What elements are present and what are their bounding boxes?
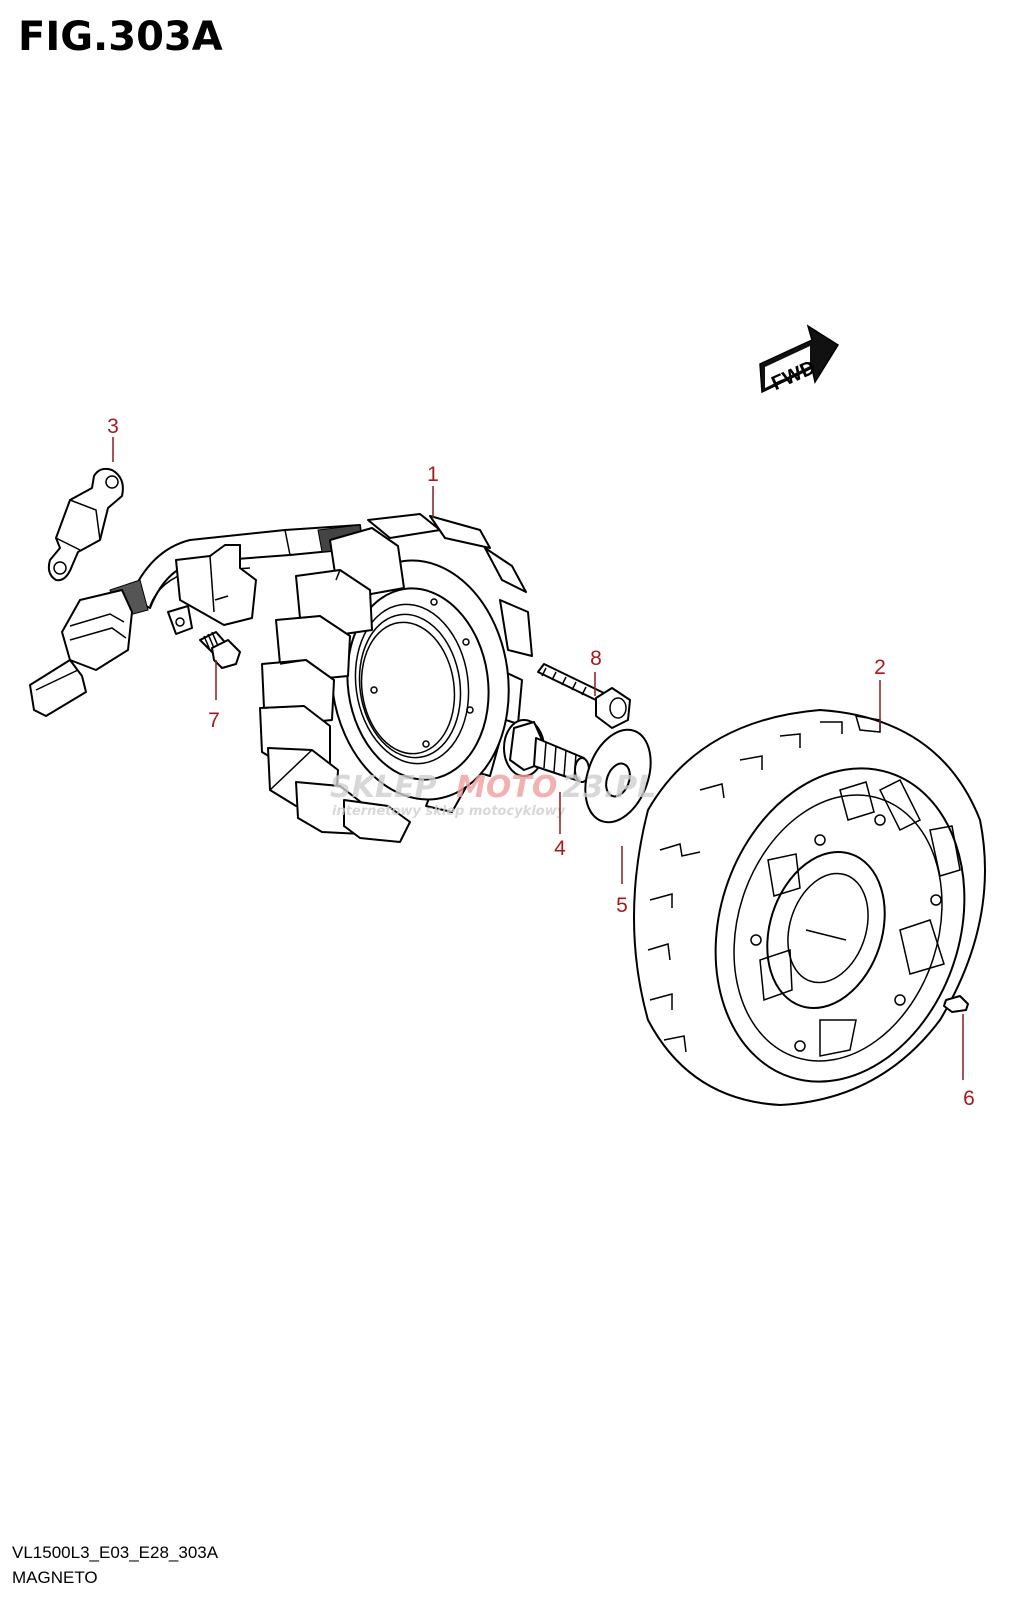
part-2-rotor bbox=[633, 709, 986, 1106]
figure-code: VL1500L3_E03_E28_303A bbox=[12, 1543, 219, 1562]
callout-5: 5 bbox=[616, 894, 628, 917]
part-1-stator bbox=[259, 513, 533, 843]
figure-caption: MAGNETO bbox=[12, 1568, 98, 1587]
callout-6: 6 bbox=[963, 1087, 975, 1110]
callout-8: 8 bbox=[590, 647, 602, 670]
callout-7: 7 bbox=[208, 709, 220, 732]
part-5-washer bbox=[584, 728, 652, 824]
fwd-arrow-icon: FWD bbox=[759, 324, 840, 395]
watermark-brand-b: MOTO bbox=[456, 770, 557, 805]
figure-title: FIG.303A bbox=[18, 14, 223, 60]
callout-4: 4 bbox=[554, 837, 566, 860]
callout-2: 2 bbox=[874, 656, 886, 679]
part-8-bolt bbox=[537, 663, 631, 729]
stator-connector bbox=[29, 589, 133, 717]
watermark-brand-a: SKLEP bbox=[330, 770, 436, 805]
part-4-flange-bolt bbox=[503, 719, 590, 783]
callout-3: 3 bbox=[107, 415, 119, 438]
part-7-screw bbox=[199, 631, 241, 669]
stator-wire-harness bbox=[109, 524, 363, 635]
part-6-key bbox=[943, 995, 969, 1013]
part-3-wire-bracket bbox=[47, 467, 124, 582]
callout-1: 1 bbox=[427, 463, 439, 486]
watermark: SKLEP MOTO 23.PL internetowy sklep motoc… bbox=[330, 770, 656, 819]
watermark-brand-c: 23.PL bbox=[562, 770, 656, 805]
leader-lines bbox=[112, 437, 964, 1080]
watermark-tagline: internetowy sklep motocyklowy bbox=[332, 804, 566, 819]
